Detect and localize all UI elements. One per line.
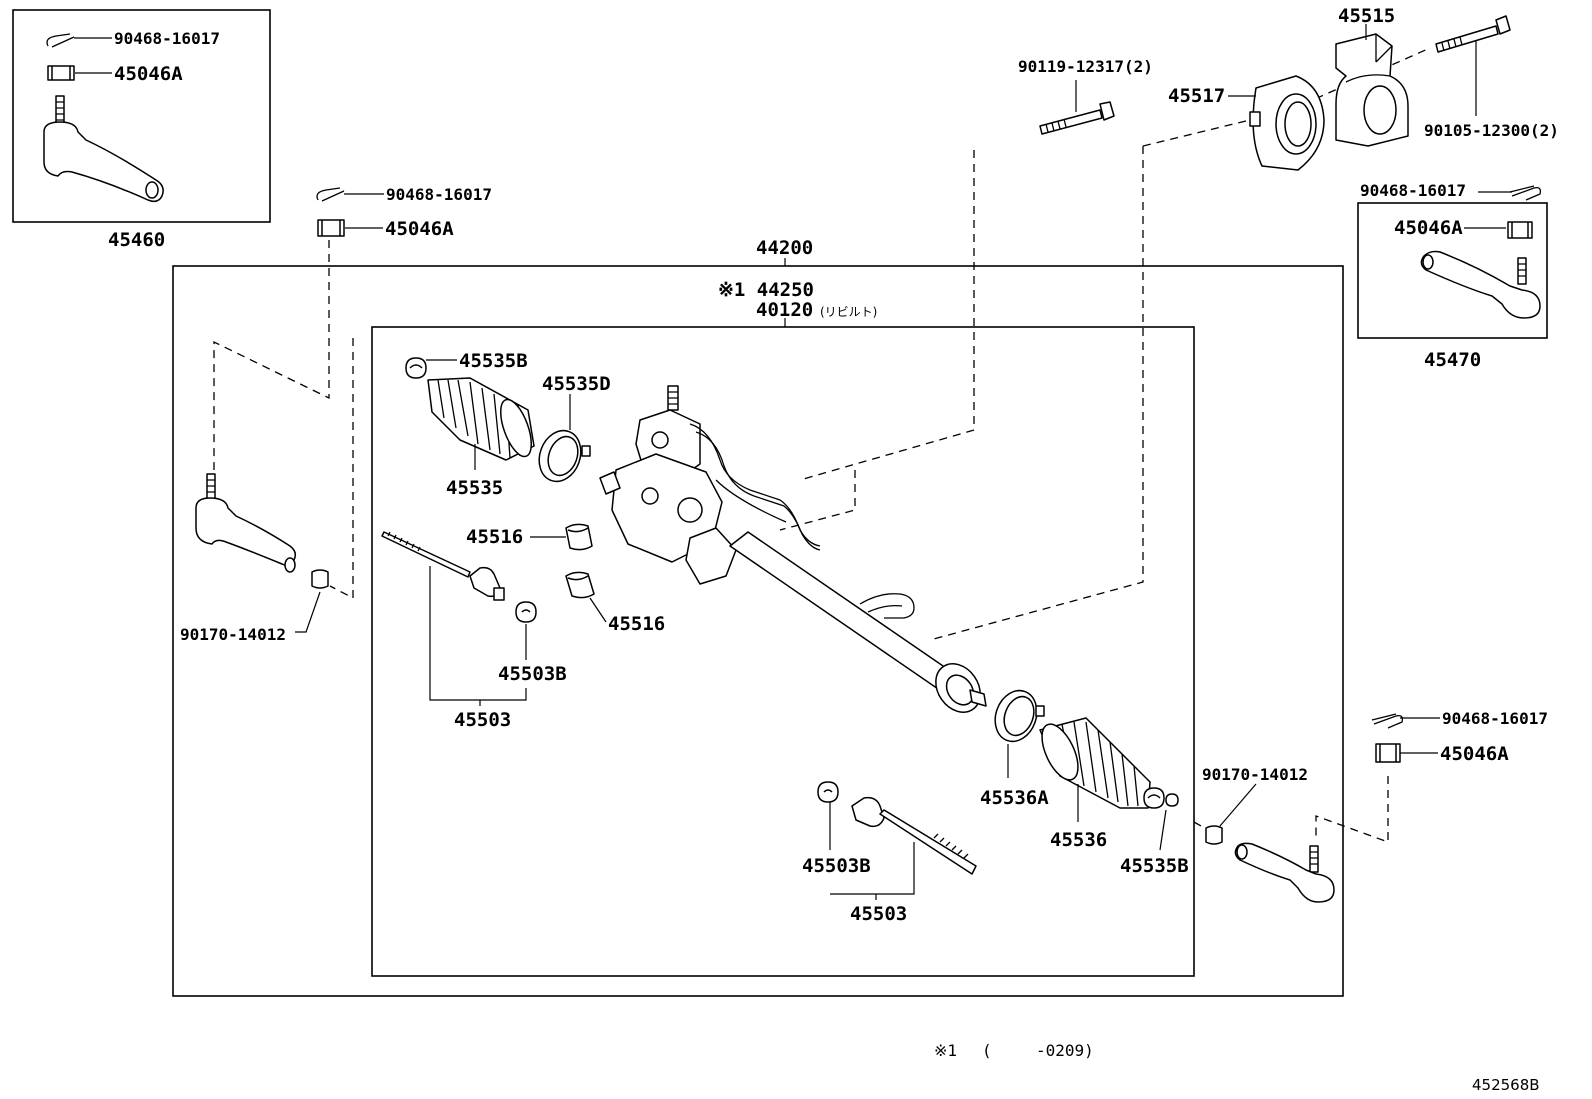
mid-bolt-label: 90119-12317(2)	[1018, 57, 1153, 76]
inner-left-parts-group: 45535B 45535 45535D 45516 45516	[381, 350, 665, 731]
bushing-a-icon	[565, 523, 593, 551]
left-band-icon	[538, 429, 591, 483]
inset-left-nut-label: 45046A	[114, 63, 183, 85]
sub-ref-label: ※1 44250	[718, 279, 814, 301]
left-nut-label: 45046A	[385, 218, 454, 240]
right-boot-label: 45536	[1050, 829, 1107, 851]
inset-left-frame	[12, 9, 271, 223]
inset-left-cotter-pin-label: 90468-16017	[114, 29, 220, 48]
left-tie-rod-end-icon	[195, 473, 297, 573]
bushing-a-label: 45516	[466, 526, 523, 548]
mount-group: 90119-12317(2) 45517 45515 90105-12300(2…	[1018, 5, 1559, 171]
inset-left-cotter-pin-icon	[46, 33, 75, 48]
left-boot-clamp-label: 45535B	[459, 350, 528, 372]
footnote-open: (	[982, 1041, 992, 1060]
inset-right-frame	[1357, 202, 1548, 339]
bracket-label: 45515	[1338, 5, 1395, 27]
right-band-label: 45536A	[980, 787, 1049, 809]
footer-group: ※1 ( -0209) 452568B	[934, 1041, 1540, 1094]
footnote-range: -0209)	[1036, 1041, 1094, 1060]
right-nut-icon	[1375, 743, 1401, 763]
left-outer-hardware-group: 90468-16017 45046A	[316, 185, 492, 240]
bracket-icon	[1335, 33, 1409, 147]
sub-assembly-frame	[371, 326, 1195, 977]
mid-bolt-icon	[1039, 101, 1115, 135]
right-band-icon	[994, 689, 1045, 743]
bushing-b-label: 45516	[608, 613, 665, 635]
upper-bolt-label: 90105-12300(2)	[1424, 121, 1559, 140]
inset-right-nut-icon	[1507, 221, 1533, 239]
right-washer-icon	[817, 781, 839, 803]
inset-right-tie-rod-end-icon	[1420, 250, 1541, 319]
left-washer-icon	[515, 601, 537, 623]
right-washer-label: 45503B	[802, 855, 871, 877]
right-cotter-pin-icon	[1371, 713, 1404, 729]
main-assembly-frame-group: 44200 ※1 44250 40120 (リビルト)	[172, 237, 1344, 997]
right-boot-icon	[1039, 717, 1151, 809]
grommet-label: 45517	[1168, 85, 1225, 107]
right-inner-rod-icon	[851, 796, 977, 875]
inset-right-cotter-pin-icon	[1509, 185, 1542, 201]
left-nut-icon	[317, 219, 345, 237]
right-tie-rod-end-icon	[1234, 842, 1335, 903]
main-assembly-frame	[172, 265, 1344, 997]
inset-right-nut-label: 45046A	[1394, 217, 1463, 239]
sub-part-note: (リビルト)	[820, 305, 877, 319]
bushing-b-icon	[565, 571, 595, 599]
inset-left-nut-icon	[47, 65, 75, 81]
sub-part-label: 40120	[756, 299, 813, 321]
left-boot-label: 45535	[446, 477, 503, 499]
inset-left-tie-rod-end-icon	[43, 95, 164, 203]
left-boot-icon	[427, 377, 535, 461]
right-bushing-label: 90170-14012	[1202, 765, 1308, 784]
left-cotter-pin-icon	[316, 187, 345, 202]
drawing-id: 452568B	[1472, 1076, 1540, 1094]
upper-bolt-icon	[1435, 15, 1511, 53]
left-bushing-group: 90170-14012	[180, 569, 329, 644]
right-outer-hardware-group: 90468-16017 45046A 90170-14012	[1193, 709, 1548, 903]
inset-right-tie-rod-end-group: 90468-16017 45046A 45470	[1357, 181, 1548, 371]
inset-left-tie-rod-end-group: 90468-16017 45046A 45460	[12, 9, 271, 251]
left-cotter-pin-label: 90468-16017	[386, 185, 492, 204]
left-inner-rod-icon	[381, 531, 505, 601]
left-band-label: 45535D	[542, 373, 611, 395]
left-bushing-icon	[311, 569, 329, 589]
left-bushing-label: 90170-14012	[180, 625, 286, 644]
steering-gear-housing-icon	[599, 385, 987, 713]
right-inner-rod-label: 45503	[850, 903, 907, 925]
right-nut-label: 45046A	[1440, 743, 1509, 765]
right-bushing-icon	[1205, 825, 1223, 845]
inner-right-parts-group: 45536A 45536 45535B 45503B 45503	[802, 689, 1189, 925]
right-boot-clamp-label: 45535B	[1120, 855, 1189, 877]
main-part-label: 44200	[756, 237, 813, 259]
inset-right-cotter-pin-label: 90468-16017	[1360, 181, 1466, 200]
mount-guide-lines	[779, 47, 1431, 641]
left-inner-rod-label: 45503	[454, 709, 511, 731]
footnote-marker: ※1	[934, 1041, 957, 1060]
grommet-icon	[1249, 75, 1325, 171]
inset-right-tie-rod-end-label: 45470	[1424, 349, 1481, 371]
right-cotter-pin-label: 90468-16017	[1442, 709, 1548, 728]
left-boot-clamp-icon	[405, 357, 427, 379]
left-guide-lines	[213, 240, 354, 600]
inset-left-tie-rod-end-label: 45460	[108, 229, 165, 251]
left-washer-label: 45503B	[498, 663, 567, 685]
right-boot-clamp-icon	[1143, 787, 1165, 809]
